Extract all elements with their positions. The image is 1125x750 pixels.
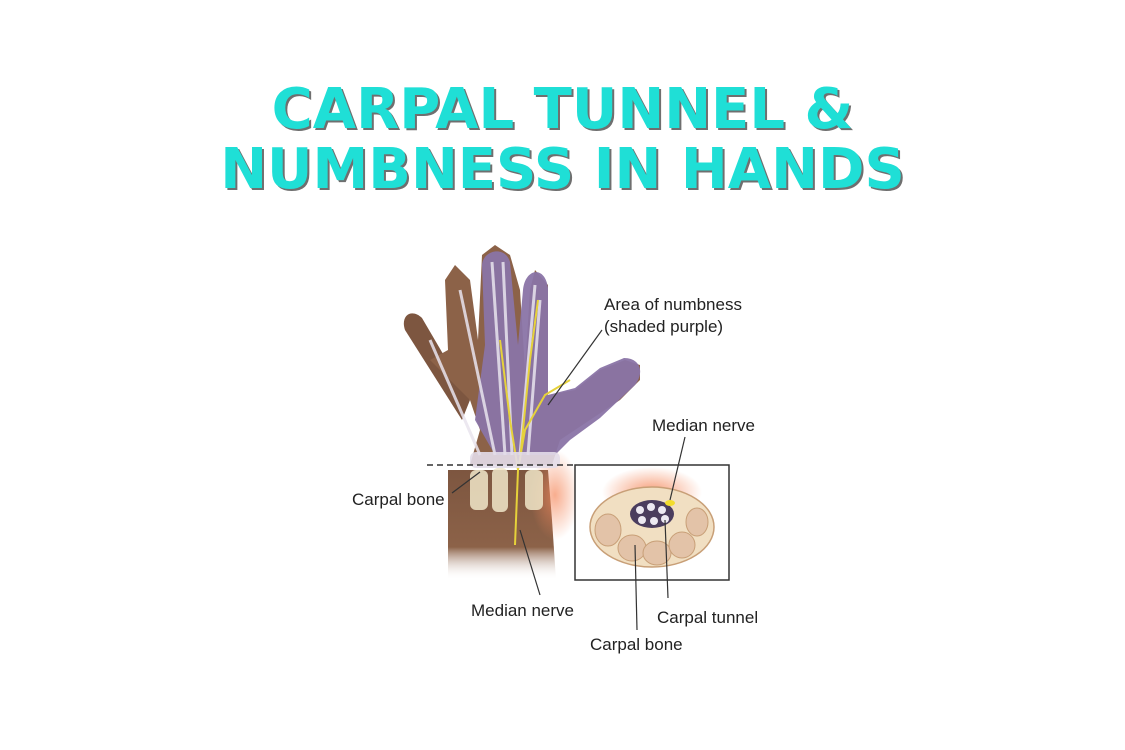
cross-section-inset <box>574 464 730 581</box>
label-carpal-bone-left: Carpal bone <box>352 490 445 509</box>
label-area-of-numbness: Area of numbness <box>604 295 742 314</box>
label-carpal-tunnel: Carpal tunnel <box>657 608 758 627</box>
title-line-2: NUMBNESS IN HANDS <box>220 137 905 202</box>
label-shaded-purple: (shaded purple) <box>604 317 723 336</box>
label-median-nerve-inset: Median nerve <box>652 416 755 435</box>
label-median-nerve-bottom: Median nerve <box>471 601 574 620</box>
label-carpal-bone-bottom: Carpal bone <box>590 635 683 654</box>
page-title: CARPAL TUNNEL & NUMBNESS IN HANDS <box>0 80 1125 200</box>
hand-illustration <box>403 245 641 580</box>
title-line-1: CARPAL TUNNEL & <box>271 77 854 142</box>
leader-lines <box>451 329 686 631</box>
